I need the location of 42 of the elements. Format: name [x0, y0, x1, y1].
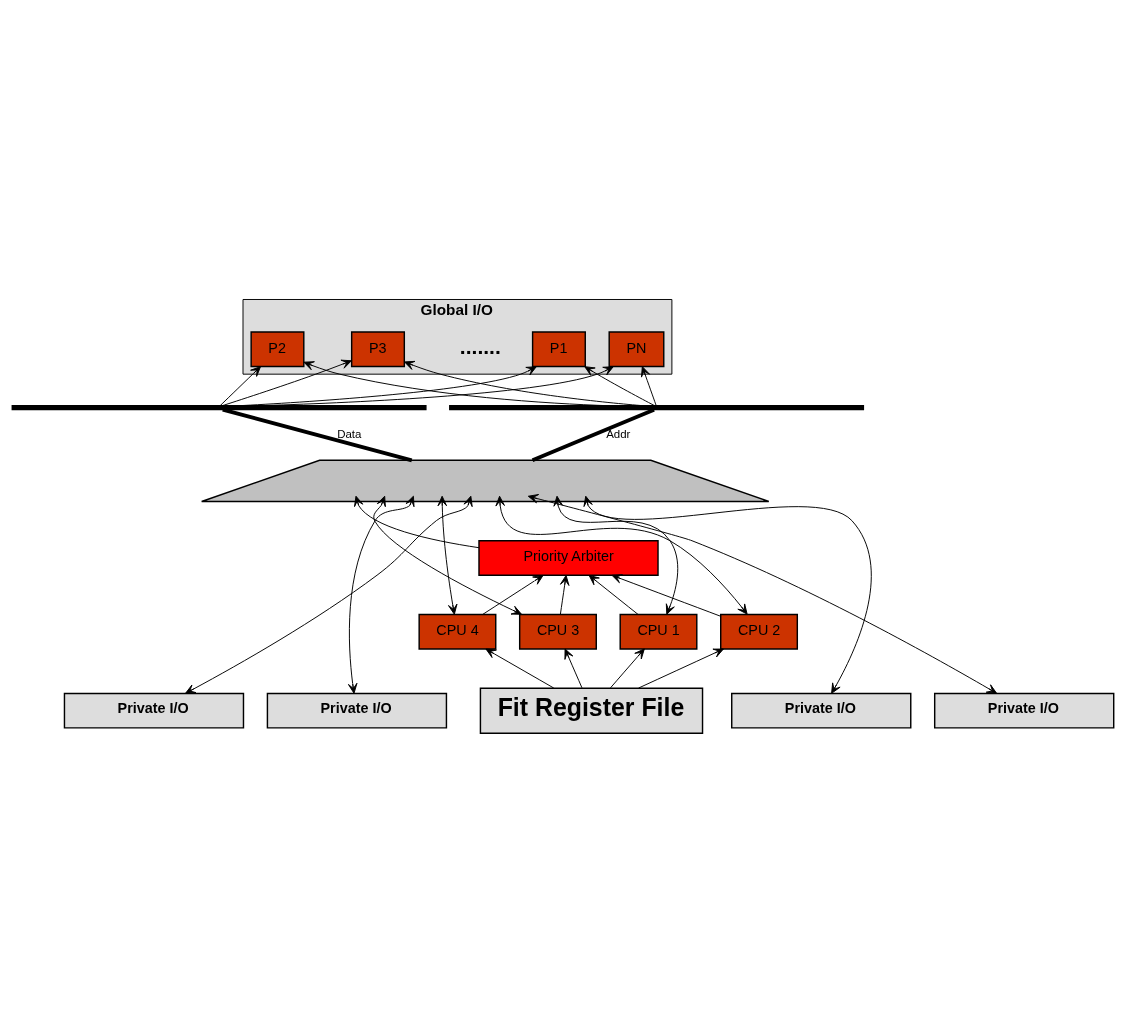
connector	[222, 407, 413, 462]
edge-label: Data	[337, 427, 362, 440]
arrow	[611, 573, 721, 617]
arrow	[641, 365, 657, 406]
node-box: P2	[250, 330, 305, 367]
node-box: Private I/O	[63, 692, 245, 729]
node-box: CPU 4	[418, 613, 497, 650]
arrow	[354, 495, 480, 548]
connector	[531, 407, 655, 462]
node-box: Private I/O	[266, 692, 448, 729]
arrow	[437, 495, 458, 615]
arrow	[485, 648, 555, 688]
node-bar	[449, 404, 865, 410]
arrow	[482, 574, 544, 615]
node-box: PN	[608, 330, 665, 367]
arrow	[527, 493, 998, 694]
arrow	[564, 647, 583, 688]
node-box: P3	[350, 330, 406, 367]
node-box: Private I/O	[731, 692, 912, 729]
arrow	[559, 574, 570, 615]
node-box: Fit Register File	[479, 686, 704, 734]
arrow	[495, 495, 748, 615]
node-box: CPU 2	[720, 613, 799, 650]
node-bar	[11, 404, 427, 410]
arrow	[583, 495, 872, 694]
edge-label: Addr	[606, 427, 631, 440]
arrow	[610, 647, 645, 688]
node-box: Priority Arbiter	[478, 539, 659, 576]
arrow	[347, 495, 415, 694]
node-box: Private I/O	[933, 692, 1115, 729]
node-box: CPU 1	[619, 613, 698, 650]
label: .......	[459, 334, 501, 358]
arrow	[638, 648, 724, 688]
arrow	[588, 574, 639, 615]
arrow	[553, 495, 679, 615]
arrow	[219, 365, 261, 406]
node-box: CPU 3	[518, 613, 597, 650]
node-box: P1	[531, 330, 586, 367]
arrow	[584, 365, 656, 406]
arrow	[373, 495, 522, 615]
arrow	[221, 359, 352, 406]
arrow	[185, 495, 473, 694]
